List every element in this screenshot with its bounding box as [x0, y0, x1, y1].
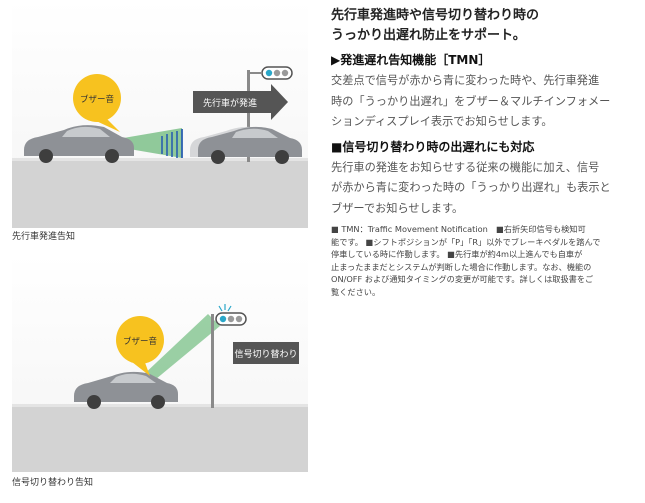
- svg-text:ブザー音: ブザー音: [80, 94, 115, 104]
- road: [12, 406, 308, 472]
- headline-line: 先行車発進時や信号切り替わり時の: [331, 8, 540, 23]
- traffic-light-pole: [247, 70, 250, 162]
- signal-heading: ■信号切り替わり時の出遅れにも対応: [331, 139, 535, 154]
- signal-change-illustration: 信号切り替わり ブザー音: [12, 254, 308, 472]
- preceding-car: [190, 126, 302, 164]
- signal-body: 先行車の発進をお知らせする従来の機能に加え、信号 が赤から青に変わった時の「うっ…: [331, 158, 636, 220]
- buzzer-bubble: ブザー音: [73, 74, 121, 132]
- sensor-beam: [140, 314, 220, 384]
- preceding-car-start-illustration: 先行車が発進 ブザー音: [12, 0, 308, 228]
- note-line: ■ TMN：Traffic Movement Notification ■右折矢…: [331, 224, 586, 234]
- body-line: 時の「うっかり出遅れ」をブザー＆マルチインフォメー: [331, 94, 611, 108]
- note-line: 覧ください。: [331, 286, 381, 297]
- radar-waves: [161, 129, 183, 158]
- tmn-heading: ▶発進遅れ告知機能［TMN］: [331, 53, 491, 67]
- own-car: [74, 371, 178, 409]
- svg-text:先行車が発進: 先行車が発進: [203, 97, 257, 108]
- road: [12, 160, 308, 228]
- traffic-light-icon: [215, 304, 247, 326]
- sensor-beam: [112, 128, 182, 158]
- own-car: [24, 125, 134, 163]
- caption-preceding-car-start: 先行車発進告知: [12, 232, 76, 242]
- headline-line: うっかり出遅れ防止をサポート。: [331, 28, 526, 43]
- svg-text:ブザー音: ブザー音: [123, 336, 158, 346]
- signal-change-label: 信号切り替わり: [233, 342, 299, 364]
- body-line: が赤から青に変わった時の「うっかり出遅れ」も表示と: [331, 181, 611, 194]
- tmn-body: 交差点で信号が赤から青に変わった時や、先行車発進 時の「うっかり出遅れ」をブザー…: [331, 71, 636, 133]
- buzzer-bubble: ブザー音: [116, 316, 164, 376]
- traffic-light-icon: [250, 66, 293, 80]
- traffic-light-pole: [211, 314, 214, 408]
- body-line: 先行車の発進をお知らせする従来の機能に加え、信号: [331, 160, 600, 174]
- footnotes: ■ TMN：Traffic Movement Notification ■右折矢…: [331, 223, 636, 298]
- feature-description: 先行車発進時や信号切り替わり時の うっかり出遅れ防止をサポート。 ▶発進遅れ告知…: [331, 6, 636, 298]
- caption-signal-change: 信号切り替わり告知: [12, 478, 94, 488]
- headline: 先行車発進時や信号切り替わり時の うっかり出遅れ防止をサポート。: [331, 6, 636, 46]
- note-line: ON/OFF および通知タイミングの変更が可能です。詳しくは取扱書をご: [331, 274, 594, 284]
- body-line: ブザーでお知らせします。: [331, 201, 464, 215]
- note-line: 能です。 ■シフトポジションが「P」「R」以外でブレーキペダルを踏んで: [331, 236, 601, 247]
- note-line: 止まったままだとシステムが判断した場合に作動します。なお、機能の: [331, 261, 592, 272]
- svg-text:信号切り替わり: 信号切り替わり: [234, 348, 297, 359]
- preceding-car-start-arrow: 先行車が発進: [193, 84, 288, 120]
- body-line: 交差点で信号が赤から青に変わった時や、先行車発進: [331, 74, 600, 87]
- body-line: ションディスプレイ表示でお知らせします。: [331, 115, 553, 128]
- note-line: 停車している時に作動します。 ■先行車が約4m以上進んでも自車が: [331, 249, 583, 259]
